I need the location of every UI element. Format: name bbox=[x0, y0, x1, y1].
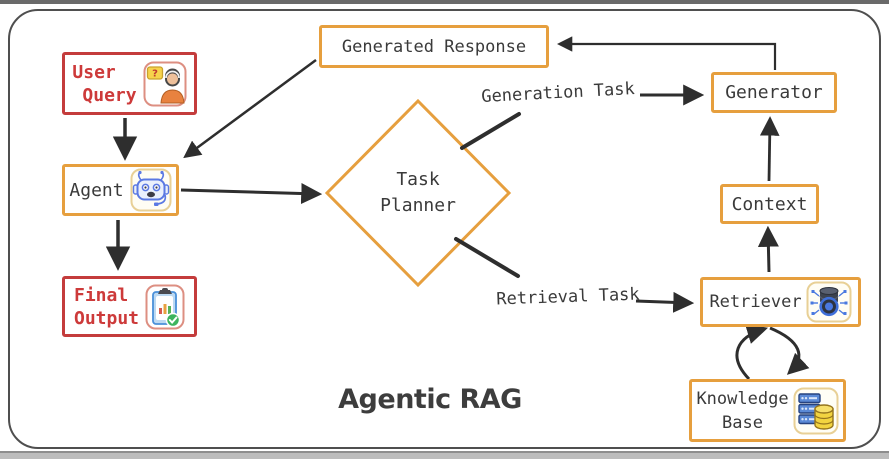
context-label: Context bbox=[731, 193, 808, 215]
database-search-icon bbox=[806, 281, 852, 323]
bottom-edge-strip bbox=[0, 451, 889, 459]
final-output-label-line2: Output bbox=[73, 307, 140, 329]
task-planner-label-line1: Task bbox=[396, 169, 440, 190]
connector-diamond-to-generation-task bbox=[460, 112, 521, 150]
arrow-generator-to-generated-response bbox=[556, 36, 777, 70]
clipboard-check-icon bbox=[145, 284, 185, 329]
knowledge-base-label-line1: Knowledge bbox=[696, 388, 789, 409]
node-agent: Agent bbox=[62, 164, 179, 216]
node-context: Context bbox=[720, 184, 819, 224]
node-generated-response: Generated Response bbox=[319, 25, 549, 68]
task-planner-label: Task Planner bbox=[348, 167, 488, 219]
svg-text:?: ? bbox=[152, 68, 158, 79]
agent-label: Agent bbox=[69, 179, 124, 201]
arrow-retriever-to-knowledge-base bbox=[769, 326, 810, 375]
arrow-retriever-to-context bbox=[757, 225, 779, 273]
arrow-agent-to-task-planner bbox=[180, 183, 323, 205]
server-database-icon bbox=[793, 387, 839, 434]
arrow-retrieval-task-to-retriever bbox=[635, 291, 695, 313]
node-final-output: Final Output bbox=[62, 276, 197, 337]
generated-response-label: Generated Response bbox=[341, 36, 527, 57]
arrow-context-to-generator bbox=[759, 116, 780, 182]
final-output-label-line1: Final bbox=[73, 284, 129, 306]
node-generator: Generator bbox=[711, 72, 837, 113]
generator-label: Generator bbox=[725, 82, 823, 103]
arrow-knowledge-base-to-retriever bbox=[735, 323, 769, 381]
user-query-label-line2: Query bbox=[82, 84, 137, 106]
top-edge-strip bbox=[0, 0, 889, 4]
task-planner-label-line2: Planner bbox=[380, 195, 456, 216]
node-user-query: User Query ? bbox=[62, 52, 197, 115]
node-knowledge-base: Knowledge Base bbox=[689, 379, 846, 442]
user-question-icon: ? bbox=[143, 61, 187, 106]
retriever-label: Retriever bbox=[709, 292, 802, 312]
arrow-generated-response-to-agent bbox=[183, 58, 317, 159]
diagram-title: Agentic RAG bbox=[338, 384, 522, 415]
connector-diamond-to-retrieval-task bbox=[454, 237, 520, 278]
robot-icon bbox=[130, 168, 172, 212]
node-retriever: Retriever bbox=[700, 277, 861, 327]
knowledge-base-label-line2: Base bbox=[722, 412, 763, 433]
user-query-label-line1: User bbox=[72, 61, 116, 83]
